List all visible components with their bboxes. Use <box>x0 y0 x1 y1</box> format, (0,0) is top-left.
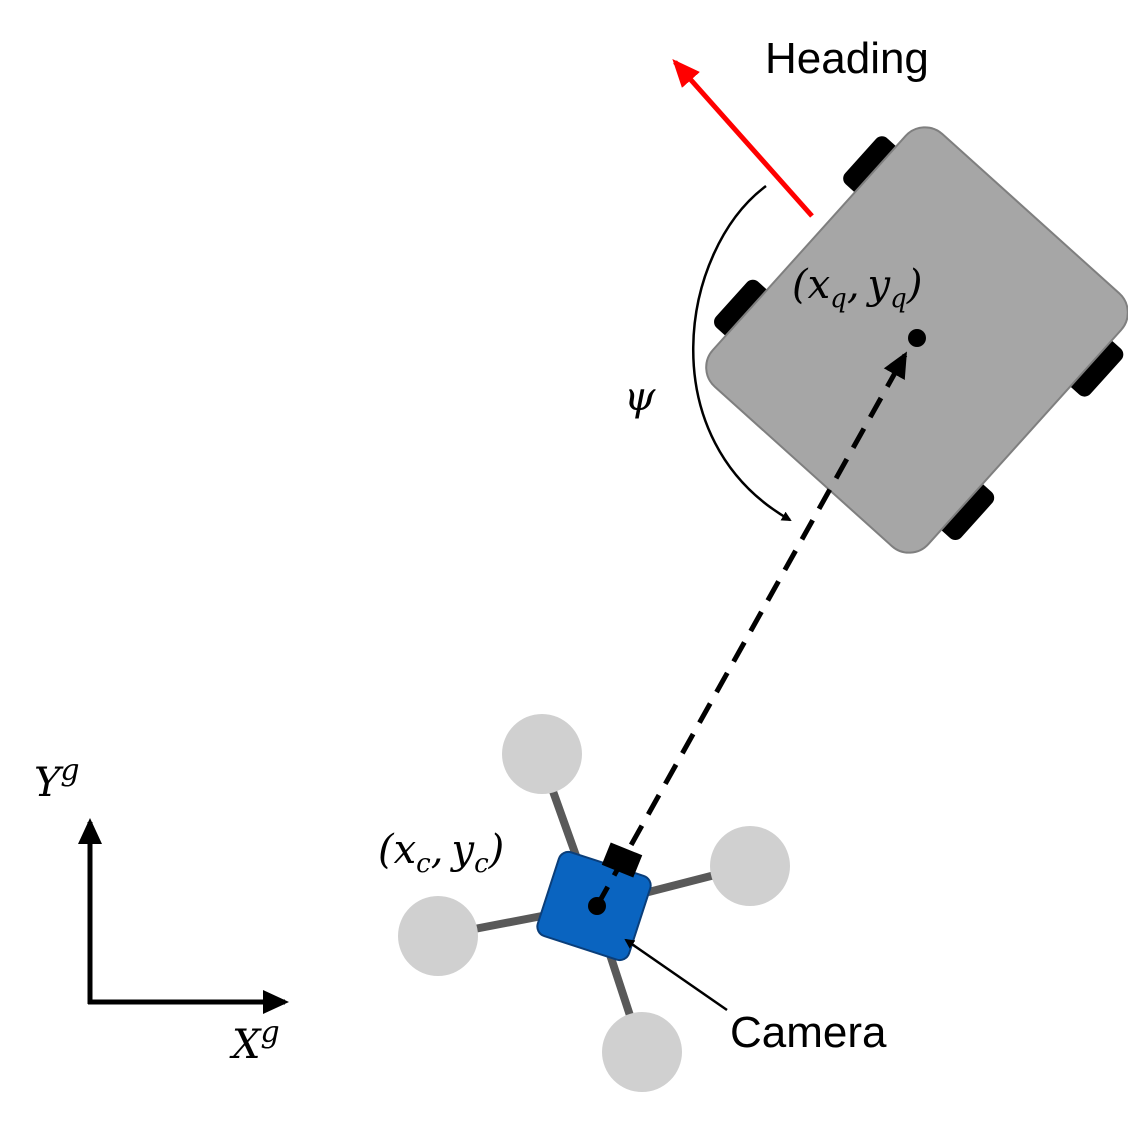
psi-angle-arc <box>692 184 792 522</box>
psi-label: ψ <box>624 374 656 420</box>
drone-rotor <box>602 1012 682 1092</box>
drone-rotor <box>502 714 582 794</box>
vehicle-wheel-rear-left <box>843 136 901 196</box>
x-axis-label: Xg <box>229 1015 280 1068</box>
drone-rotor <box>710 826 790 906</box>
drone-rotor <box>398 896 478 976</box>
target-position-label: (xq,yq) <box>792 262 922 314</box>
heading-arrow <box>672 59 814 218</box>
ground-vehicle-icon <box>705 126 1128 554</box>
y-axis-label: Yg <box>34 753 80 806</box>
vehicle-wheel-front-right <box>936 480 995 541</box>
vehicle-wheel-front-left <box>714 279 772 340</box>
target-point <box>908 329 926 347</box>
camera-point <box>588 897 606 915</box>
camera-position-label: (xc,yc) <box>378 827 504 879</box>
camera-label: Camera <box>730 1008 887 1057</box>
vehicle-wheel-rear-right <box>1066 337 1124 397</box>
camera-pointer-arrow <box>624 938 728 1012</box>
heading-label: Heading <box>765 34 929 83</box>
line-of-sight <box>594 351 908 908</box>
